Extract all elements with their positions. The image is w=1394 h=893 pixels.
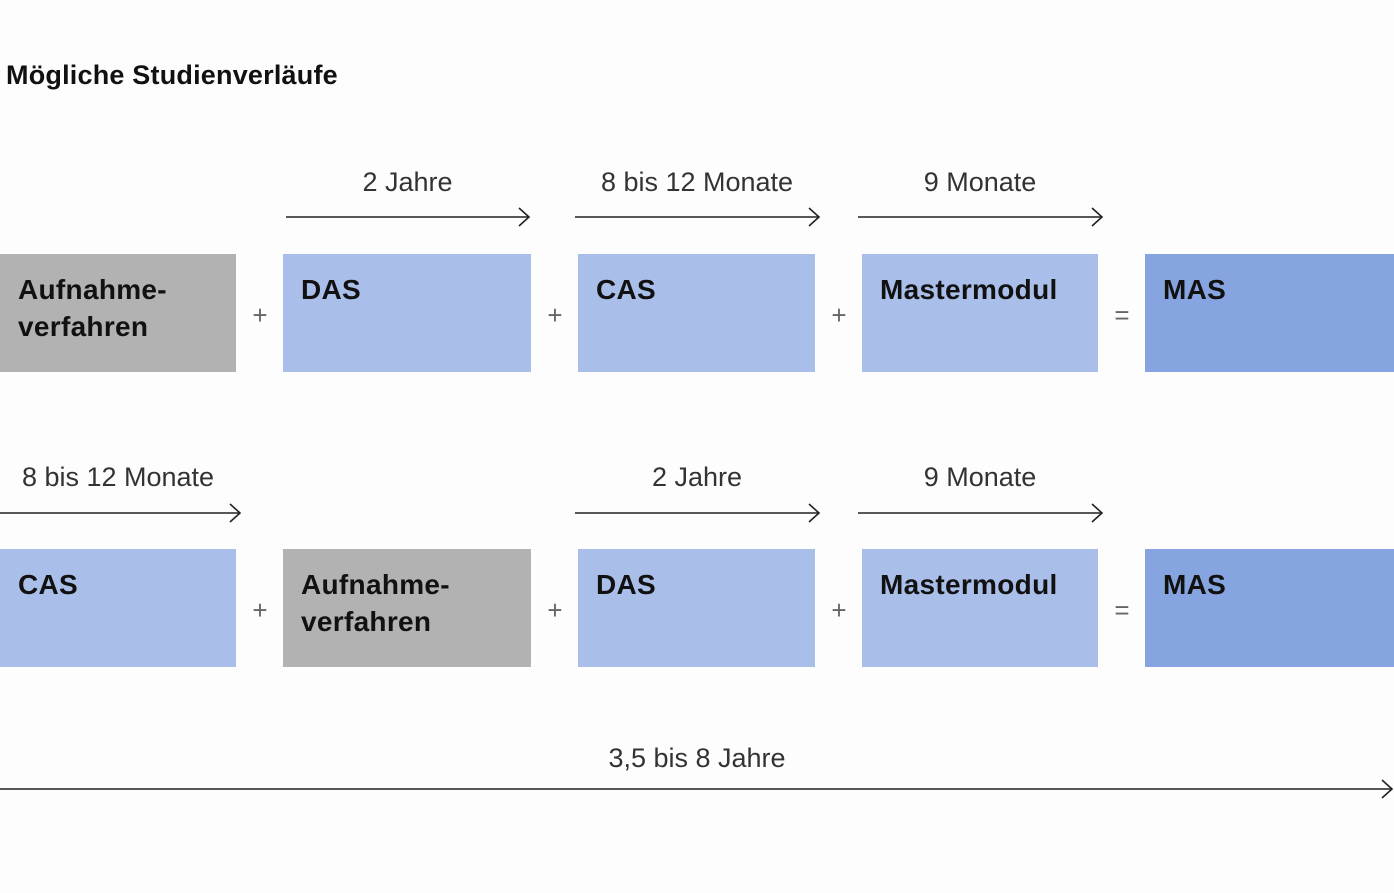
arrow-row1-das	[286, 207, 531, 227]
step-box-mas: MAS	[1145, 254, 1394, 372]
step-label: Aufnahme- verfahren	[301, 569, 450, 637]
step-label: DAS	[301, 274, 362, 305]
step-label: Mastermodul	[880, 274, 1058, 305]
step-label: CAS	[18, 569, 79, 600]
step-box-cas: CAS	[0, 549, 236, 667]
plus-operator: +	[252, 595, 268, 625]
arrow-row2-mastermodul	[858, 503, 1104, 523]
plus-operator: +	[831, 595, 847, 625]
arrow-row2-cas	[0, 503, 242, 523]
step-box-mastermodul: Mastermodul	[862, 254, 1098, 372]
step-label: Mastermodul	[880, 569, 1058, 600]
total-duration-label: 3,5 bis 8 Jahre	[608, 743, 786, 773]
plus-operator: +	[547, 595, 563, 625]
plus-operator: +	[547, 300, 563, 330]
arrow-total	[0, 779, 1394, 799]
page-title: Mögliche Studienverläufe	[6, 60, 338, 90]
step-box-aufnahmeverfahren: Aufnahme- verfahren	[283, 549, 531, 667]
duration-label: 2 Jahre	[362, 167, 453, 197]
duration-label: 9 Monate	[923, 167, 1037, 197]
step-box-mastermodul: Mastermodul	[862, 549, 1098, 667]
step-label: DAS	[596, 569, 657, 600]
step-box-aufnahmeverfahren: Aufnahme- verfahren	[0, 254, 236, 372]
step-label: MAS	[1163, 569, 1227, 600]
equals-operator: =	[1114, 595, 1130, 625]
duration-label: 9 Monate	[923, 462, 1037, 492]
step-label: Aufnahme- verfahren	[18, 274, 167, 342]
arrow-row1-mastermodul	[858, 207, 1104, 227]
step-label: CAS	[596, 274, 657, 305]
plus-operator: +	[831, 300, 847, 330]
step-box-das: DAS	[578, 549, 815, 667]
duration-label: 8 bis 12 Monate	[600, 167, 794, 197]
step-box-das: DAS	[283, 254, 531, 372]
equals-operator: =	[1114, 300, 1130, 330]
step-box-cas: CAS	[578, 254, 815, 372]
plus-operator: +	[252, 300, 268, 330]
arrow-row2-das	[575, 503, 821, 523]
step-box-mas: MAS	[1145, 549, 1394, 667]
arrow-row1-cas	[575, 207, 821, 227]
step-label: MAS	[1163, 274, 1227, 305]
duration-label: 2 Jahre	[651, 462, 743, 492]
duration-label: 8 bis 12 Monate	[21, 462, 215, 492]
